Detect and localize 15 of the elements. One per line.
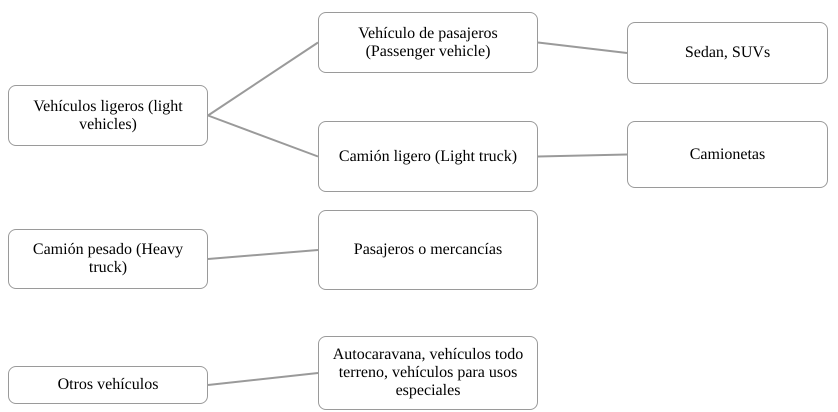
category-box: Autocaravana, vehículos todo terreno, vehículos para usos especiales xyxy=(318,336,538,410)
category-box: Camión ligero (Light truck) xyxy=(318,121,538,192)
connector-line xyxy=(208,249,318,260)
connector-line xyxy=(207,42,319,116)
category-box: Otros vehículos xyxy=(8,366,208,404)
connector-line xyxy=(538,42,628,54)
connector-line xyxy=(208,114,318,158)
category-box: Sedan, SUVs xyxy=(627,22,828,84)
category-box: Camionetas xyxy=(627,121,828,188)
category-box: Vehículo de pasajeros (Passenger vehicle) xyxy=(318,12,538,73)
connector-line xyxy=(208,372,318,386)
connector-line xyxy=(538,154,628,158)
category-box: Pasajeros o mercancías xyxy=(318,210,538,290)
category-box: Vehículos ligeros (light vehicles) xyxy=(8,85,208,146)
category-box: Camión pesado (Heavy truck) xyxy=(8,229,208,289)
